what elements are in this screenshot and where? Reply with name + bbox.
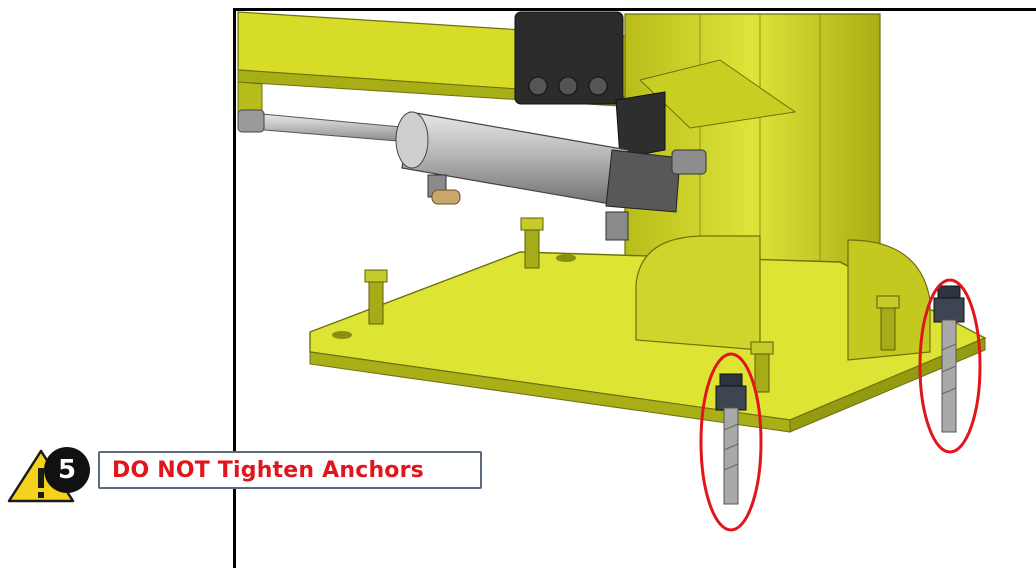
warning-text: DO NOT Tighten Anchors: [112, 457, 424, 483]
warning-callout: DO NOT Tighten Anchors: [98, 451, 482, 489]
mounting-block: [514, 11, 666, 159]
step-number: 5: [57, 455, 77, 485]
pneumatic-cylinder: [237, 109, 707, 241]
anchor-bolt-right: [933, 285, 965, 433]
highlight-circle-right: [918, 278, 982, 454]
assembly-illustration: [237, 11, 987, 532]
illustration-frame: [233, 8, 1036, 568]
plate-bolts: [364, 217, 900, 393]
highlight-circle-left: [699, 352, 763, 532]
base-plate: [309, 235, 987, 433]
step-number-badge: 5: [44, 447, 90, 493]
anchor-bolt-left: [715, 373, 747, 505]
